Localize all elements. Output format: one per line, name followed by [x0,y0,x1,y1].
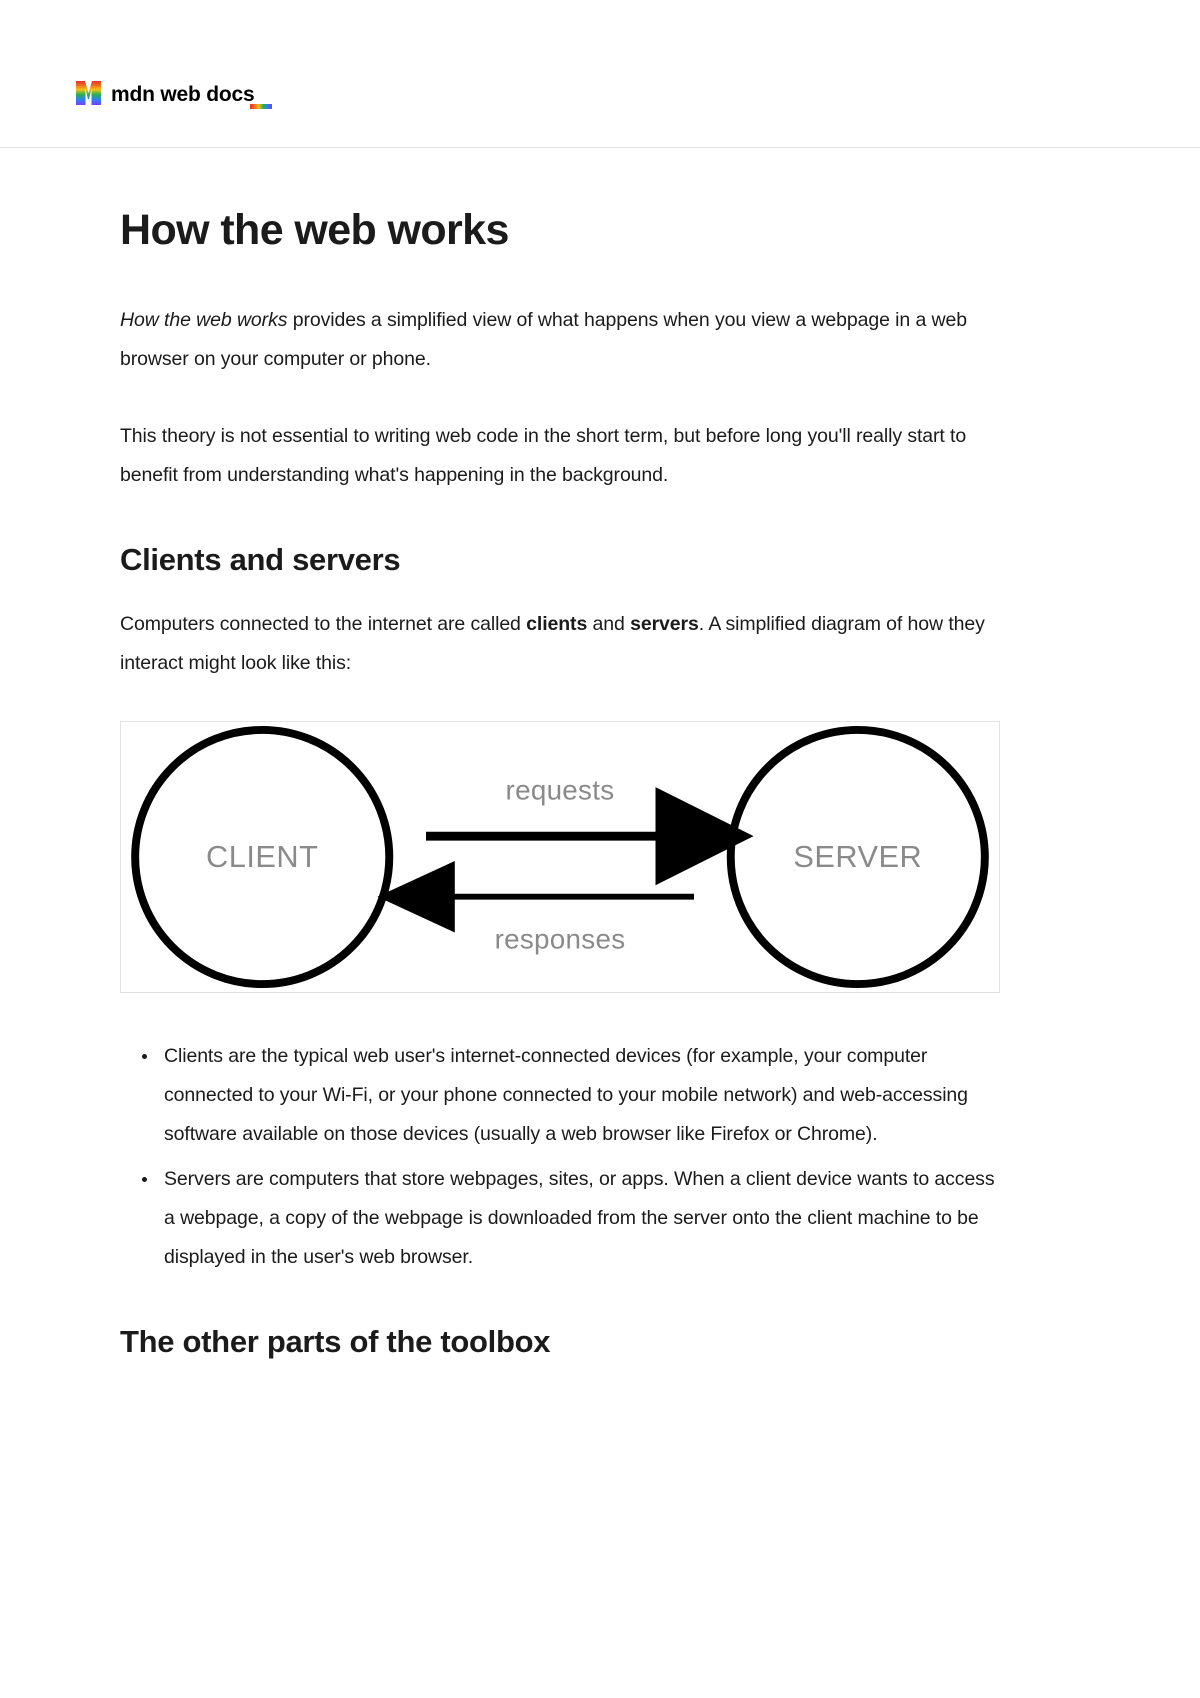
client-server-diagram-svg: CLIENT SERVER requests responses [131,725,989,988]
intro-paragraph: How the web works provides a simplified … [120,301,1010,379]
page-title: How the web works [120,206,509,254]
server-node-label: SERVER [793,839,922,874]
client-node-label: CLIENT [206,839,318,874]
site-header: mdn web docs [0,0,1200,148]
clients-intro-part-3: . A simplified diagram of how they inter… [120,612,985,674]
servers-bold-term: servers [630,612,699,635]
list-item: Servers are computers that store webpage… [142,1160,1010,1277]
clients-intro-part-1: Computers connected to the internet are … [120,612,527,635]
mdn-logo-text: mdn web docs [111,83,255,106]
intro-emphasis: How the web works [120,309,288,332]
list-item: Clients are the typical web user's inter… [142,1037,1010,1154]
requests-label: requests [506,774,615,805]
section-heading-clients-and-servers: Clients and servers [120,542,401,578]
mdn-m-logo-icon [76,81,101,105]
clients-bold-term: clients [526,612,588,635]
article-content: How the web works How the web works prov… [120,148,1010,1360]
client-server-diagram: CLIENT SERVER requests responses [120,720,1000,993]
clients-servers-bullet-list: Clients are the typical web user's inter… [120,1037,1010,1277]
section-heading-other-parts-of-toolbox: The other parts of the toolbox [120,1323,551,1359]
responses-label: responses [495,923,626,954]
mdn-logo-link[interactable]: mdn web docs [75,76,273,109]
clients-intro-part-2: and [587,612,631,635]
theory-paragraph: This theory is not essential to writing … [120,425,967,487]
mdn-logo-wordmark: mdn web docs [111,83,273,109]
intro-rest: provides a simplified view of what happe… [120,309,968,371]
article-main: How the web works How the web works prov… [0,148,1200,1360]
client-node-circle [131,725,394,988]
rainbow-underscore-icon [250,104,273,109]
clients-intro-paragraph: Computers connected to the internet are … [120,605,1010,683]
